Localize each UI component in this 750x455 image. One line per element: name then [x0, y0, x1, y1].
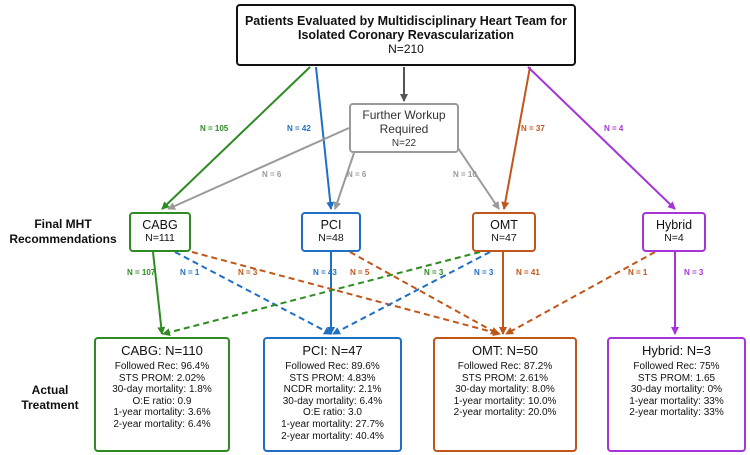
rec-omt-label: OMT: [490, 218, 518, 232]
arrow-omt-to-pci: [332, 251, 491, 335]
actual-hybrid-stat: 2-year mortality: 33%: [629, 407, 724, 419]
flow-label-omt-to-cabg: N = 3: [424, 268, 444, 277]
workup-count: N=22: [391, 137, 417, 149]
actual-pci-stat: Followed Rec: 89.6%: [285, 360, 380, 372]
actual-omt-stat: STS PROM: 2.61%: [461, 372, 549, 384]
actual-cabg-stat: 30-day mortality: 1.8%: [112, 384, 212, 396]
flow-label-workup-to-cabg: N = 6: [262, 170, 282, 179]
rec-cabg-count: N=111: [145, 232, 175, 245]
rec-hybrid-count: N=4: [664, 232, 684, 245]
flow-label-workup-to-omt: N = 10: [453, 170, 477, 179]
actual-omt-box: OMT: N=50 Followed Rec: 87.2% STS PROM: …: [433, 337, 577, 452]
actual-pci-box: PCI: N=47 Followed Rec: 89.6% STS PROM: …: [263, 337, 402, 452]
actual-pci-stat: 1-year mortality: 27.7%: [281, 418, 384, 430]
actual-cabg-box: CABG: N=110 Followed Rec: 96.4% STS PROM…: [94, 337, 230, 452]
actual-cabg-stat: STS PROM: 2.02%: [118, 372, 206, 384]
actual-cabg-title: CABG: N=110: [121, 343, 203, 358]
flow-label-top-to-cabg: N = 105: [200, 124, 229, 133]
flow-label-pci-to-pci: N = 43: [313, 268, 337, 277]
actual-pci-stat: 2-year mortality: 40.4%: [281, 430, 384, 442]
rec-hybrid-box: Hybrid N=4: [642, 212, 706, 252]
arrow-top-to-pci: [315, 66, 335, 210]
arrow-top-to-cabg: [161, 66, 311, 210]
workup-line1: Further Workup: [362, 108, 446, 122]
flow-label-pci-to-omt: N = 5: [350, 268, 370, 277]
rec-pci-box: PCI N=48: [301, 212, 361, 252]
flow-label-hybrid-to-hybrid: N = 3: [684, 268, 704, 277]
rec-omt-box: OMT N=47: [472, 212, 536, 252]
actual-line1: Actual: [31, 383, 69, 397]
flow-label-top-to-hybrid: N = 4: [604, 124, 624, 133]
rec-pci-count: N=48: [318, 232, 344, 245]
actual-pci-title: PCI: N=47: [302, 343, 363, 358]
arrow-pci-to-omt: [349, 251, 499, 335]
actual-hybrid-stat: 30-day mortality: 0%: [630, 384, 723, 396]
arrow-workup-to-cabg: [167, 127, 350, 210]
arrow-cabg-to-omt: [191, 251, 501, 337]
rec-cabg-box: CABG N=111: [129, 212, 191, 252]
actual-cabg-stat: O:E ratio: 0.9: [132, 395, 192, 407]
flow-label-cabg-to-cabg: N = 107: [127, 268, 156, 277]
actual-treatment-label: Actual Treatment: [10, 383, 90, 413]
arrow-workup-to-omt: [457, 147, 500, 210]
flow-label-hybrid-to-omt: N = 1: [628, 268, 648, 277]
flow-label-workup-to-pci: N = 6: [347, 170, 367, 179]
flow-label-cabg-to-pci: N = 1: [180, 268, 200, 277]
final-mht-label: Final MHT Recommendations: [8, 217, 118, 247]
actual-pci-stat: STS PROM: 4.83%: [289, 372, 376, 384]
top-title-line2: Isolated Coronary Revascularization: [297, 28, 515, 43]
arrow-hybrid-to-omt: [505, 251, 656, 335]
flow-label-top-to-omt: N = 37: [521, 124, 545, 133]
workup-line2: Required: [379, 121, 429, 136]
actual-hybrid-stat: 1-year mortality: 33%: [629, 395, 724, 407]
arrow-cabg-to-pci: [174, 251, 332, 335]
actual-omt-stat: 1-year mortality: 10.0%: [453, 395, 557, 407]
arrow-top-to-hybrid: [527, 66, 676, 210]
actual-pci-stat: 30-day mortality: 6.4%: [282, 395, 383, 407]
actual-omt-stat: Followed Rec: 87.2%: [457, 360, 553, 372]
final-mht-line2: Recommendations: [9, 232, 117, 246]
actual-omt-stat: 2-year mortality: 20.0%: [453, 407, 557, 419]
arrow-cabg-to-cabg: [152, 251, 166, 335]
rec-cabg-label: CABG: [142, 218, 178, 232]
further-workup-box: Further Workup Required N=22: [349, 103, 459, 153]
flow-label-top-to-pci: N = 42: [287, 124, 311, 133]
final-mht-line1: Final MHT: [34, 217, 92, 231]
actual-hybrid-title: Hybrid: N=3: [642, 343, 711, 358]
arrow-workup-to-pci: [333, 152, 355, 210]
flow-label-omt-to-omt: N = 41: [516, 268, 540, 277]
arrow-omt-to-cabg: [162, 251, 481, 337]
top-title-line1: Patients Evaluated by Multidisciplinary …: [244, 14, 568, 28]
actual-cabg-stat: 2-year mortality: 6.4%: [113, 418, 211, 430]
flow-label-cabg-to-omt: N = 3: [238, 268, 258, 277]
actual-cabg-stat: 1-year mortality: 3.6%: [113, 407, 211, 419]
actual-pci-stat: NCDR mortality: 2.1%: [283, 384, 382, 396]
actual-line2: Treatment: [21, 398, 79, 412]
actual-hybrid-box: Hybrid: N=3 Followed Rec: 75% STS PROM: …: [607, 337, 746, 452]
actual-hybrid-stat: Followed Rec: 75%: [633, 360, 720, 372]
actual-cabg-stat: Followed Rec: 96.4%: [114, 360, 210, 372]
actual-omt-title: OMT: N=50: [471, 343, 539, 358]
top-count: N=210: [388, 41, 424, 56]
rec-hybrid-label: Hybrid: [655, 218, 693, 232]
actual-pci-stat: O:E ratio: 3.0: [303, 407, 362, 419]
flow-label-omt-to-pci: N = 3: [474, 268, 494, 277]
actual-hybrid-stat: STS PROM: 1.65: [637, 372, 716, 384]
rec-pci-label: PCI: [320, 218, 342, 232]
rec-omt-count: N=47: [491, 232, 517, 245]
arrow-top-to-omt: [501, 66, 531, 210]
actual-omt-stat: 30-day mortality: 8.0%: [455, 384, 555, 396]
top-box: Patients Evaluated by Multidisciplinary …: [236, 4, 576, 66]
